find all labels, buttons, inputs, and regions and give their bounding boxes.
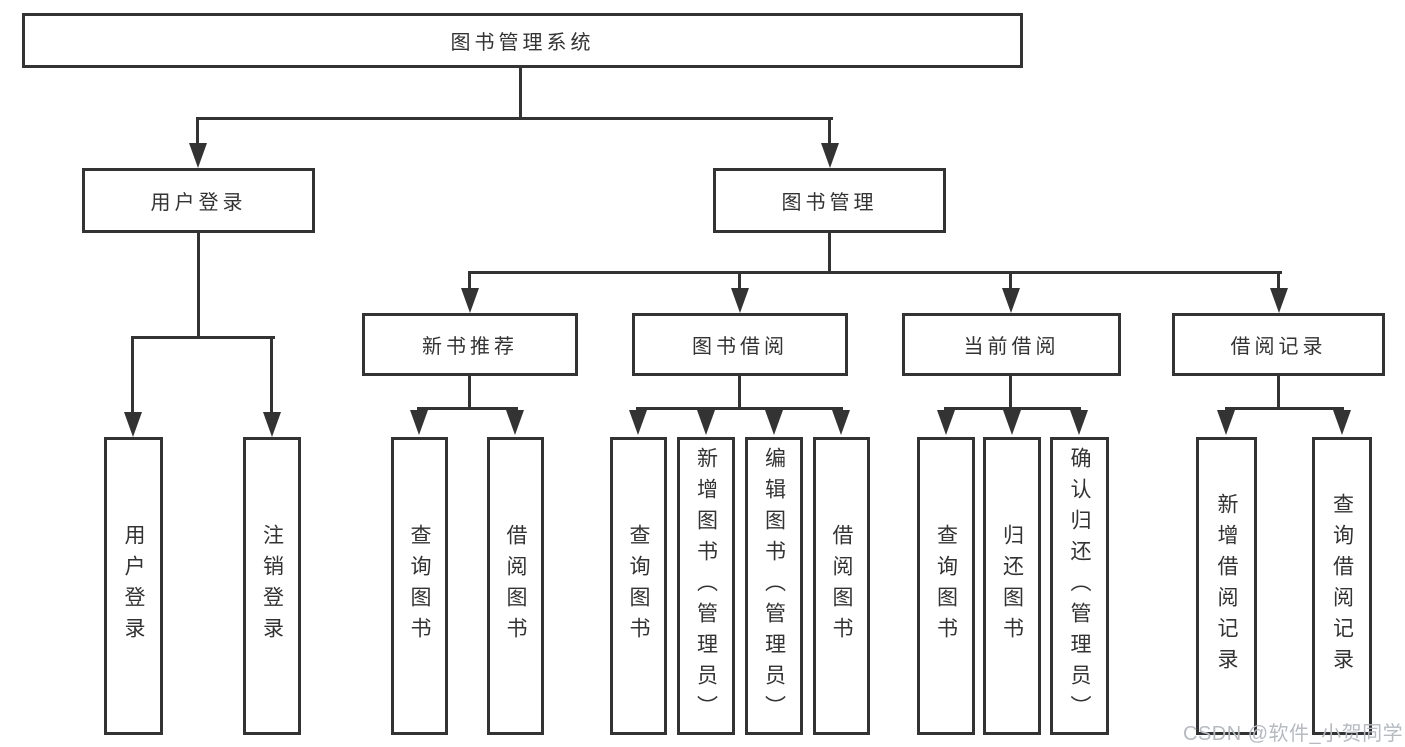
connector-nb-group	[417, 407, 518, 410]
connector-login-group	[131, 336, 275, 339]
node-new-book-recommend-label: 新书推荐	[422, 336, 518, 358]
connector-bb-stem	[738, 375, 741, 410]
leaf-br-add-record: 新增借阅记录	[1196, 437, 1257, 735]
leaf-bb-add-book-admin-label: 新增图书（管理员）	[694, 446, 718, 726]
arrow-leaf-nb-query	[410, 410, 428, 435]
node-book-borrow: 图书借阅	[632, 313, 848, 376]
leaf-bb-edit-book-admin-label: 编辑图书（管理员）	[762, 446, 786, 726]
connector-level3-stem-2	[738, 273, 741, 289]
connector-level3-stem-3	[1009, 273, 1012, 289]
leaf-cb-query-book-label: 查询图书	[934, 524, 958, 648]
leaf-user-login-label: 用户登录	[122, 524, 145, 648]
connector-user-login-stem	[197, 231, 200, 339]
node-root: 图书管理系统	[22, 13, 1023, 68]
leaf-nb-borrow-book-label: 借阅图书	[504, 524, 527, 648]
leaf-nb-query-book-label: 查询图书	[408, 524, 431, 648]
node-borrow-records-label: 借阅记录	[1230, 336, 1327, 358]
leaf-bb-add-book-admin: 新增图书（管理员）	[677, 437, 735, 735]
leaf-bb-borrow-book-label: 借阅图书	[830, 524, 853, 648]
arrow-leaf-br-query	[1333, 410, 1351, 435]
connector-level3	[468, 271, 1282, 274]
arrow-leaf-bb-edit	[765, 410, 783, 435]
leaf-bb-query-book-label: 查询图书	[627, 524, 650, 648]
leaf-logout: 注销登录	[243, 437, 301, 735]
arrow-leaf-cb-query	[937, 410, 955, 435]
leaf-nb-borrow-book: 借阅图书	[487, 437, 544, 735]
arrow-book-borrow	[731, 288, 749, 313]
arrow-leaf-bb-add	[697, 410, 715, 435]
node-new-book-recommend: 新书推荐	[362, 313, 578, 376]
arrow-leaf-bb-borrow	[832, 410, 850, 435]
arrow-leaf-br-add	[1217, 410, 1235, 435]
connector-login-group-stem-right	[270, 338, 273, 414]
arrow-borrow-records	[1270, 288, 1288, 313]
connector-level2-stem-right	[828, 119, 831, 145]
arrow-leaf-cb-return	[1003, 410, 1021, 435]
arrow-leaf-cb-confirm	[1070, 410, 1088, 435]
node-root-label: 图书管理系统	[450, 32, 595, 54]
connector-level2-stem-left	[196, 119, 199, 145]
connector-br-stem	[1277, 375, 1280, 410]
connector-level2	[196, 117, 833, 120]
connector-book-mgmt-stem	[828, 232, 831, 274]
node-current-borrow-label: 当前借阅	[963, 336, 1060, 358]
leaf-bb-query-book: 查询图书	[610, 437, 667, 735]
connector-root-stem	[519, 68, 522, 120]
connector-login-group-stem-left	[131, 338, 134, 414]
node-book-management: 图书管理	[713, 168, 946, 233]
node-borrow-records: 借阅记录	[1172, 313, 1385, 376]
leaf-nb-query-book: 查询图书	[391, 437, 448, 735]
arrow-current-borrow	[1002, 288, 1020, 313]
node-user-login: 用户登录	[82, 168, 315, 233]
connector-cb-stem	[1009, 375, 1012, 410]
leaf-br-add-record-label: 新增借阅记录	[1215, 493, 1238, 679]
arrow-new-book-recommend	[461, 288, 479, 313]
node-user-login-label: 用户登录	[150, 192, 247, 214]
arrow-leaf-logout	[263, 412, 281, 437]
arrow-leaf-nb-borrow	[506, 410, 524, 435]
leaf-cb-return-book-label: 归还图书	[1000, 524, 1024, 648]
leaf-cb-query-book: 查询图书	[917, 437, 975, 735]
connector-level3-stem-1	[468, 273, 471, 289]
connector-br-group	[1225, 407, 1344, 410]
node-book-borrow-label: 图书借阅	[692, 336, 788, 358]
node-book-management-label: 图书管理	[781, 192, 878, 214]
connector-level3-stem-4	[1277, 273, 1280, 289]
node-current-borrow: 当前借阅	[902, 313, 1121, 376]
leaf-cb-return-book: 归还图书	[983, 437, 1041, 735]
leaf-br-query-record: 查询借阅记录	[1312, 437, 1372, 735]
leaf-bb-edit-book-admin: 编辑图书（管理员）	[745, 437, 803, 735]
connector-bb-group	[636, 407, 843, 410]
csdn-watermark: CSDN @软件_小贺同学	[1183, 723, 1404, 745]
leaf-bb-borrow-book: 借阅图书	[813, 437, 870, 735]
leaf-br-query-record-label: 查询借阅记录	[1330, 493, 1354, 679]
leaf-cb-confirm-return-admin: 确认归还（管理员）	[1050, 437, 1109, 735]
arrow-leaf-user-login	[124, 412, 142, 437]
leaf-cb-confirm-return-admin-label: 确认归还（管理员）	[1068, 446, 1091, 726]
connector-nb-stem	[468, 375, 471, 410]
leaf-logout-label: 注销登录	[260, 524, 284, 648]
arrow-leaf-bb-query	[629, 410, 647, 435]
arrow-user-login	[189, 143, 207, 168]
arrow-book-management	[821, 143, 839, 168]
leaf-user-login: 用户登录	[104, 437, 163, 735]
connector-cb-group	[944, 407, 1081, 410]
